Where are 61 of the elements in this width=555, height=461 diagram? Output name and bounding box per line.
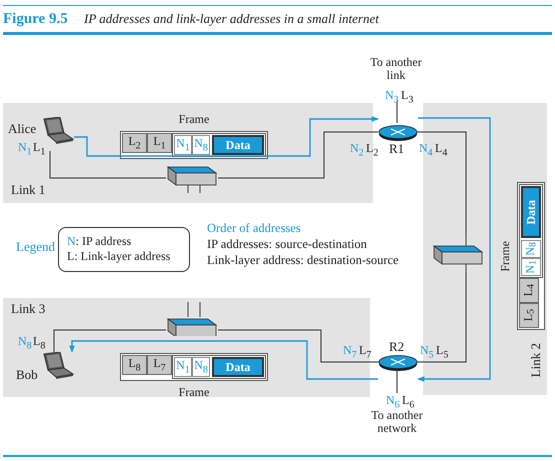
destination-note: To another network [370,409,424,435]
cable-line [416,272,466,362]
link-area [3,103,373,203]
ip-address: N$_{3}$ [385,88,399,108]
cable-line [54,330,166,352]
data-field: Data [521,186,541,238]
ip-address-field: N$_{8}$ [192,357,210,377]
ip-address: N$_{6}$ [386,393,400,410]
link-area [3,298,370,397]
path-arrow [417,117,491,382]
data-field: Data [212,357,264,377]
frame-caption: Frame [498,240,513,272]
host-name: Bob [16,368,38,382]
figure-title: IP addresses and link-layer addresses in a small internet [84,11,379,27]
link-address-field: L$_{8}$ [122,355,147,375]
cable-line [396,100,398,124]
ip-address: N$_{1}$ [18,140,32,160]
ip-address-field: N$_{1}$ [174,357,192,377]
frame-caption: Frame [178,385,210,400]
router-name: R2 [389,340,404,354]
link-address: L$_{8}$ [33,334,46,354]
legend-entry: N: IP address [67,234,132,249]
cable-line [416,132,466,234]
cable-line [218,330,380,362]
link-name: Link 1 [11,183,46,197]
destination-note: To another link [369,56,423,82]
link-address-field: L$_{2}$ [122,133,147,153]
note-text: IP addresses: source-destination [207,237,367,251]
ip-address-field: N$_{8}$ [192,135,210,155]
frame-caption: Frame [178,112,210,127]
link-address: L$_{4}$ [435,141,448,160]
ip-address: N$_{8}$ [18,334,32,354]
cable-line [218,132,378,178]
note-heading: Order of addresses [207,221,301,235]
host-name: Alice [8,122,36,136]
link-address: L$_{5}$ [436,343,448,362]
link-address: L$_{1}$ [33,140,46,160]
link-address: L$_{2}$ [366,141,378,160]
figure-number: Figure 9.5 [3,10,68,28]
link-address: L$_{3}$ [401,88,414,108]
cable-line [50,150,166,178]
link-address: L$_{7}$ [359,343,372,362]
router-name: R1 [389,142,404,156]
legend-title: Legend [16,240,55,254]
link-name: Link 3 [11,302,46,316]
ip-address-field: N$_{1}$ [174,135,192,155]
ip-address: N$_{7}$ [343,343,357,362]
link-address: L$_{6}$ [402,393,414,410]
path-arrow [69,340,378,380]
legend-box [58,227,190,272]
data-field: Data [212,135,264,155]
ip-address: N$_{5}$ [420,343,434,362]
path-arrow [74,116,379,157]
cable-line [396,368,398,394]
link-address-field: L$_{7}$ [147,355,172,375]
legend-entry: L: Link-layer address [67,249,172,264]
ip-address: N$_{2}$ [350,141,364,160]
ip-address: N$_{4}$ [419,141,433,160]
link-address-field: L$_{1}$ [147,133,172,153]
note-text: Link-layer address: destination-source [207,253,399,267]
link-name: Link 2 [529,343,543,378]
